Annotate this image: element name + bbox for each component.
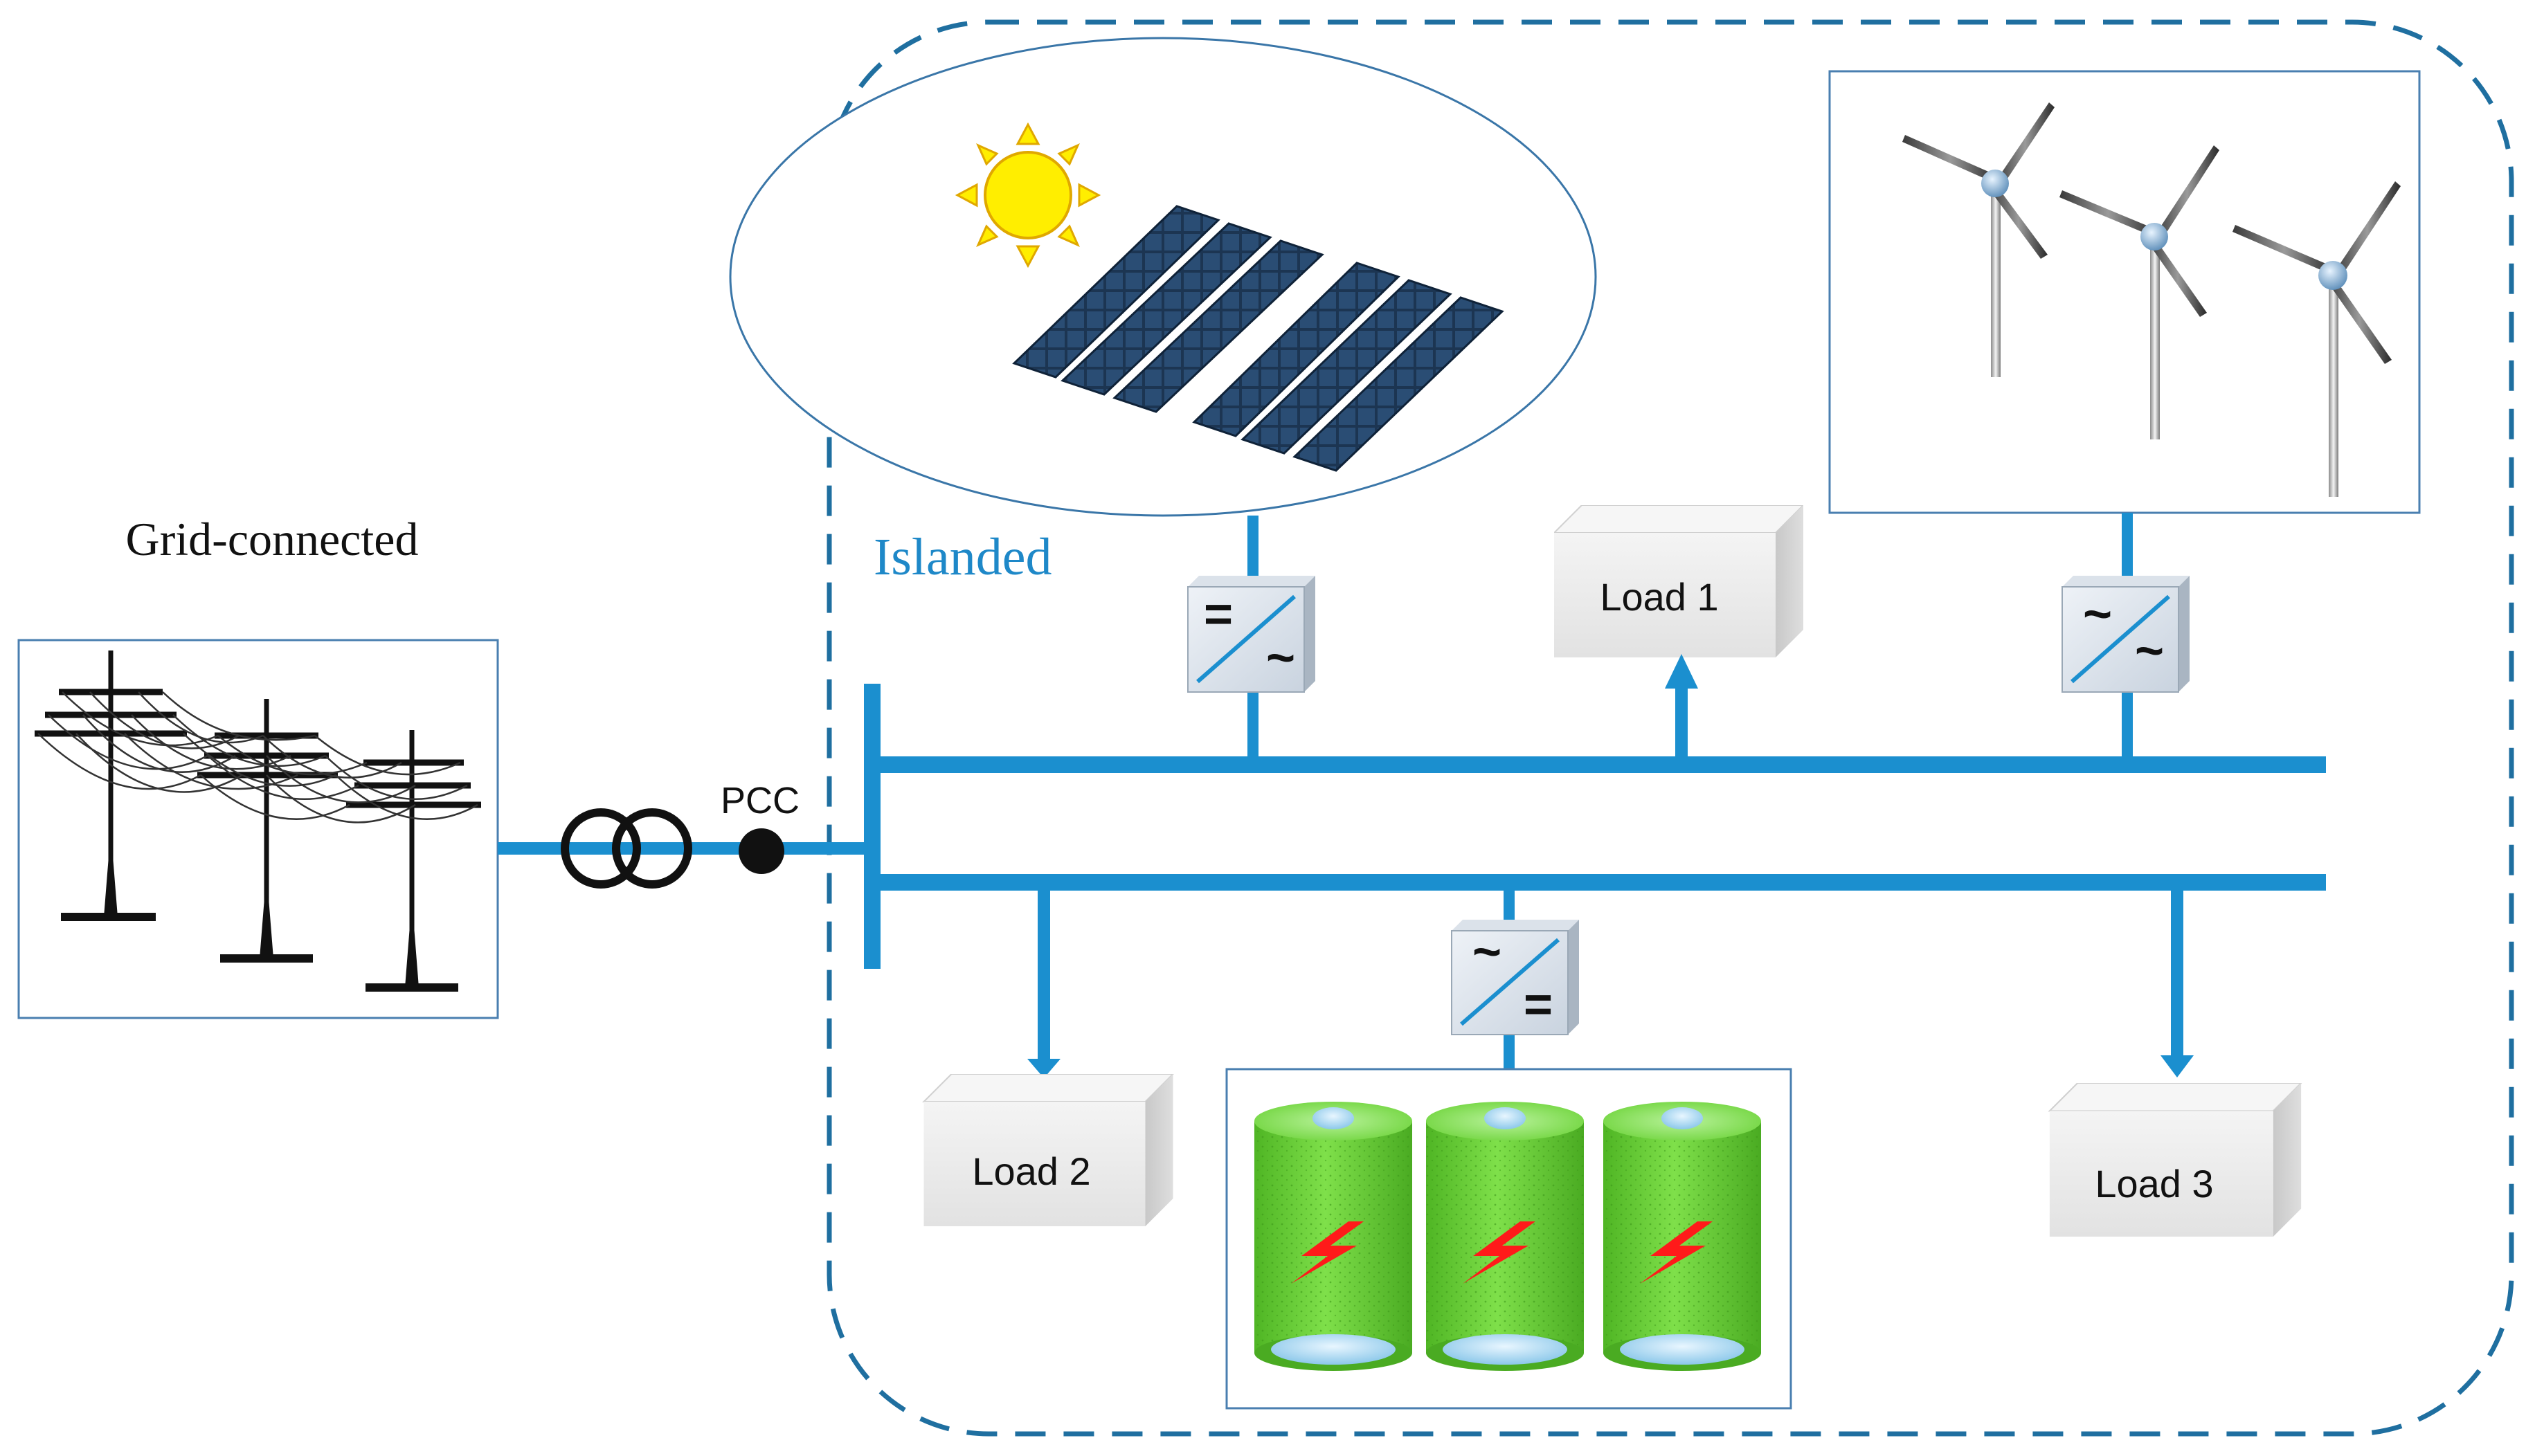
solar-inverter: = ~ [1187,576,1315,693]
load-1-label: Load 1 [1600,575,1718,619]
charge-bolt-icon [1463,1221,1535,1284]
load-2-label: Load 2 [972,1149,1090,1193]
solar-pv-array [729,37,1597,517]
pcc-label: PCC [721,780,800,821]
load-2-box: Load 2 [923,1074,1174,1226]
wind-converter-bottom-symbol: ~ [2135,624,2164,679]
load-1-box: Load 1 [1554,505,1803,657]
main-bus [864,684,2326,969]
wind-converter: ~ ~ [2062,576,2190,693]
battery-converter: ~ = [1451,920,1579,1035]
sun-icon [955,122,1101,269]
load-3-label: Load 3 [2095,1162,2213,1205]
solar-inverter-bottom-symbol: ~ [1266,630,1295,686]
battery-storage [1225,1068,1792,1410]
grid-connected-label: Grid-connected [126,513,419,565]
load-3-feed-arrow [2160,891,2194,1077]
transformer-symbol [561,808,692,889]
load-2-feed-arrow [1027,891,1061,1078]
load-3-box: Load 3 [2048,1083,2302,1237]
islanded-label: Islanded [874,528,1052,586]
grid-transmission-towers [17,639,499,1019]
wind-turbines [1828,70,2421,514]
wind-converter-top-symbol: ~ [2083,587,2112,642]
battery-converter-bottom-symbol: = [1524,977,1553,1032]
solar-inverter-top-symbol: = [1204,587,1233,642]
load-1-feed-arrow [1665,654,1698,756]
pcc-point [739,828,784,874]
battery-converter-top-symbol: ~ [1472,925,1501,980]
charge-bolt-icon [1291,1221,1364,1284]
islanded-boundary [827,19,2514,1437]
charge-bolt-icon [1640,1221,1713,1284]
